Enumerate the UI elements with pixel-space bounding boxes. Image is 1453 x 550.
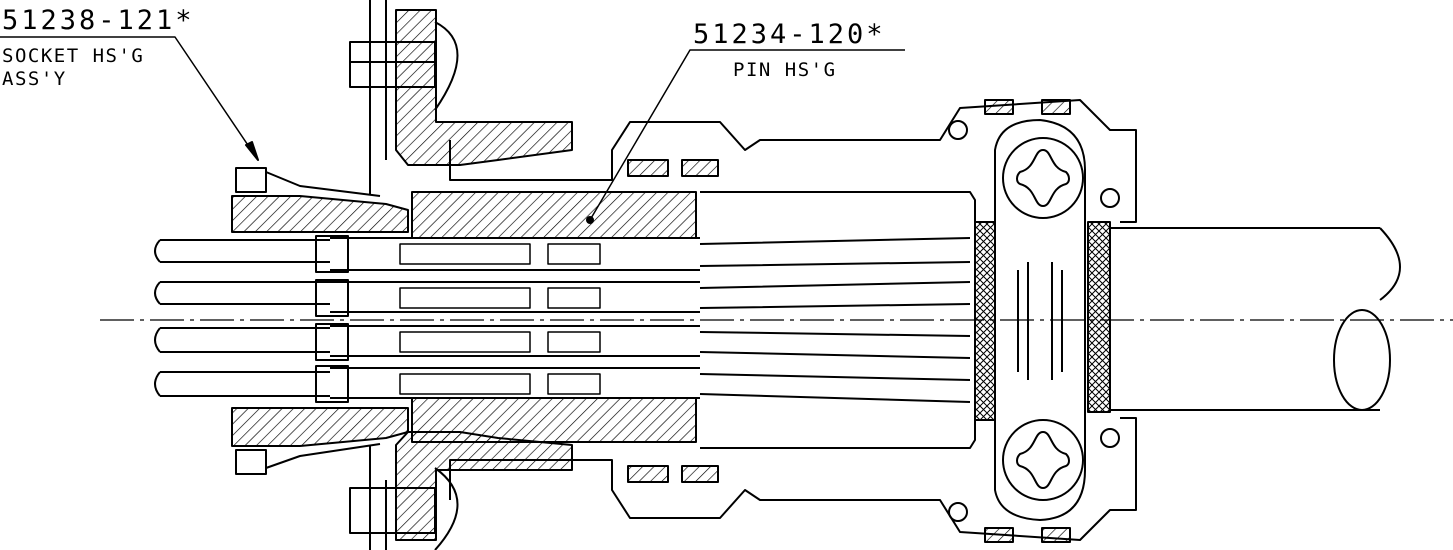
pin-housing-upper bbox=[411, 191, 697, 239]
clamp-screw-top bbox=[1002, 137, 1084, 219]
coupling-shell-bottom bbox=[449, 417, 1137, 541]
flange-bottom bbox=[395, 431, 573, 541]
pin-tails bbox=[699, 237, 971, 403]
retainer-bottom-2 bbox=[681, 465, 719, 483]
exiting-cable bbox=[1110, 227, 1401, 411]
callout-socket-housing-part-number: 51238-121* bbox=[2, 5, 195, 36]
retainer-top-2 bbox=[681, 159, 719, 177]
flange-top bbox=[395, 9, 573, 166]
latch-clip-bottom bbox=[235, 449, 267, 475]
coupling-shell-top bbox=[449, 99, 1137, 223]
pin-housing-lower bbox=[411, 397, 697, 443]
callout-socket-housing-description-line-2: ASS'Y bbox=[2, 68, 67, 90]
retainer-rear-top-1 bbox=[984, 99, 1014, 115]
contact-rows bbox=[315, 235, 700, 403]
rivet-bottom-right bbox=[1100, 428, 1120, 448]
socket-housing-upper bbox=[231, 195, 409, 233]
retainer-bottom-1 bbox=[627, 465, 669, 483]
rivet-top-left bbox=[948, 120, 968, 140]
latch-clip-top bbox=[235, 167, 267, 193]
panel-wall bbox=[369, 0, 387, 550]
callout-pin-housing-part-number: 51234-120* bbox=[693, 19, 886, 50]
rivet-top-right bbox=[1100, 188, 1120, 208]
inner-sleeve bbox=[700, 191, 976, 449]
cable-clamp-body bbox=[994, 119, 1086, 521]
callout-pin-housing-description-line-1: PIN HS'G bbox=[733, 59, 837, 81]
retainer-top-1 bbox=[627, 159, 669, 177]
clamp-screw-bottom bbox=[1002, 419, 1084, 501]
retainer-rear-bottom-1 bbox=[984, 527, 1014, 543]
rivet-bottom-left bbox=[948, 502, 968, 522]
retainer-rear-bottom-2 bbox=[1041, 527, 1071, 543]
clamp-ribs bbox=[1017, 262, 1063, 380]
retainer-rear-top-2 bbox=[1041, 99, 1071, 115]
callout-socket-housing-description-line-1: SOCKET HS'G bbox=[2, 45, 144, 67]
leader-socket-housing bbox=[0, 36, 259, 161]
socket-housing-lower bbox=[231, 407, 409, 447]
leader-pin-housing bbox=[589, 49, 905, 221]
contact-wires bbox=[154, 239, 330, 397]
cable-grommet-left bbox=[974, 221, 996, 421]
cable-grommet-right bbox=[1087, 221, 1111, 413]
